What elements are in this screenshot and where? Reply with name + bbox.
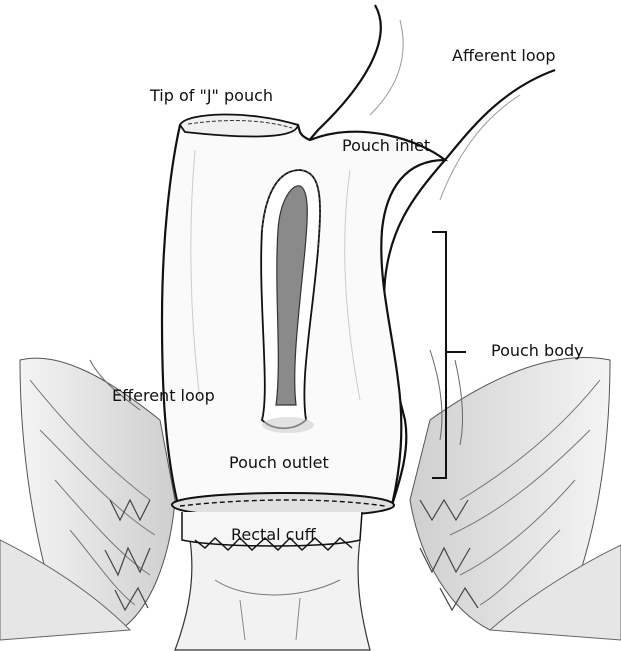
label-rectal-cuff: Rectal cuff	[231, 527, 316, 543]
label-afferent-loop: Afferent loop	[452, 48, 556, 64]
label-pouch-inlet: Pouch inlet	[342, 138, 430, 154]
anal-canal	[175, 540, 370, 650]
label-tip-of-j-pouch: Tip of "J" pouch	[150, 88, 273, 104]
label-efferent-loop: Efferent loop	[112, 388, 215, 404]
label-pouch-body: Pouch body	[491, 343, 584, 359]
right-pelvic-muscle	[410, 350, 621, 640]
label-pouch-outlet: Pouch outlet	[229, 455, 329, 471]
